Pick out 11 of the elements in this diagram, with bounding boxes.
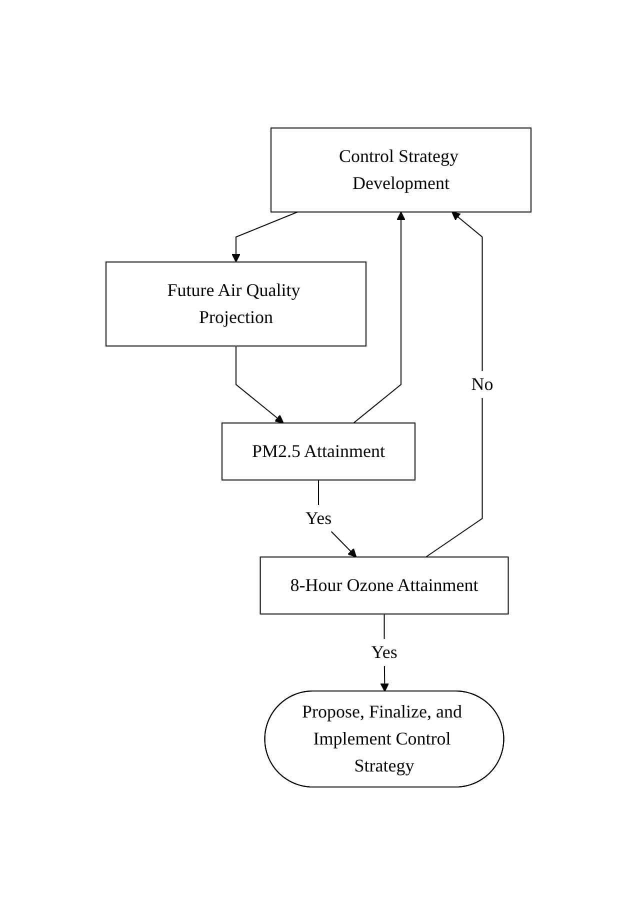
arrow: [424, 212, 482, 558]
arrow: [231, 212, 298, 262]
edge-label: Yes: [370, 642, 397, 662]
node-box: Control Strategy Development: [270, 128, 531, 212]
arrow: [352, 212, 405, 424]
node-box: 8-Hour Ozone Attainment: [259, 556, 508, 614]
edge-label: Yes: [304, 508, 332, 528]
arrow: [235, 346, 284, 424]
edge-label: No: [470, 374, 493, 394]
node-box: Future Air Quality Projection: [105, 262, 366, 346]
node-box: PM2.5 Attainment: [221, 422, 415, 480]
